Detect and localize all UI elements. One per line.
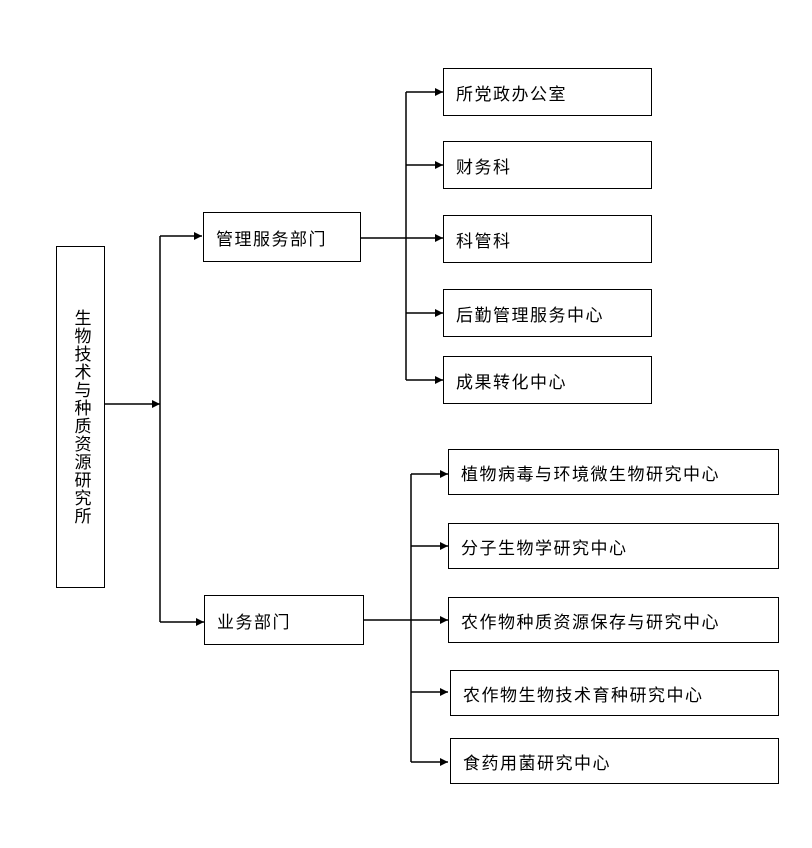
root-label: 生物技术与种质资源研究所: [70, 309, 91, 525]
child-label: 农作物种质资源保存与研究中心: [461, 612, 720, 633]
child-label: 所党政办公室: [456, 84, 567, 105]
child-label: 后勤管理服务中心: [456, 305, 604, 326]
child-node: 财务科: [443, 141, 652, 189]
branch-label: 管理服务部门: [216, 229, 327, 250]
child-node: 植物病毒与环境微生物研究中心: [448, 449, 779, 495]
child-node: 食药用菌研究中心: [450, 738, 779, 784]
branch-node-business: 业务部门: [204, 595, 364, 645]
branch-node-management: 管理服务部门: [203, 212, 361, 262]
child-label: 植物病毒与环境微生物研究中心: [461, 464, 720, 485]
child-node: 后勤管理服务中心: [443, 289, 652, 337]
branch-label: 业务部门: [217, 612, 291, 633]
child-node: 分子生物学研究中心: [448, 523, 779, 569]
child-label: 科管科: [456, 231, 512, 252]
root-node: 生物技术与种质资源研究所: [56, 246, 105, 588]
child-node: 所党政办公室: [443, 68, 652, 116]
child-node: 农作物生物技术育种研究中心: [450, 670, 779, 716]
child-node: 成果转化中心: [443, 356, 652, 404]
child-node: 农作物种质资源保存与研究中心: [448, 597, 779, 643]
child-node: 科管科: [443, 215, 652, 263]
child-label: 食药用菌研究中心: [463, 753, 611, 774]
child-label: 分子生物学研究中心: [461, 538, 628, 559]
child-label: 成果转化中心: [456, 372, 567, 393]
child-label: 财务科: [456, 157, 512, 178]
child-label: 农作物生物技术育种研究中心: [463, 685, 704, 706]
